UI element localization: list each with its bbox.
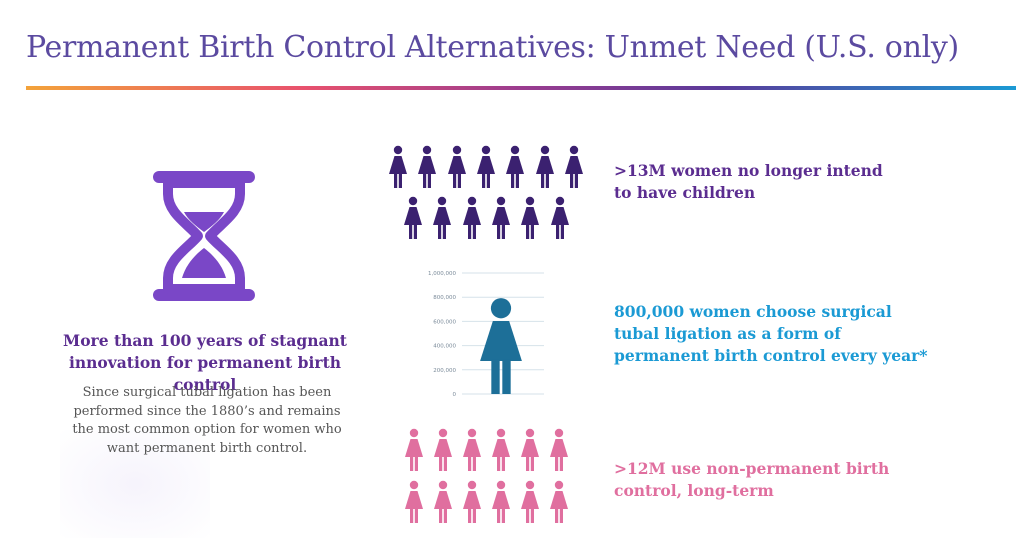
- woman-icon: [433, 480, 453, 528]
- woman-icon: [491, 196, 511, 244]
- woman-icon: [462, 428, 482, 476]
- y-tick-label: 400,000: [433, 344, 456, 350]
- woman-icon: [520, 428, 540, 476]
- woman-icon: [433, 428, 453, 476]
- title-divider: [26, 86, 1016, 90]
- stat-line: tubal ligation as a form of: [614, 324, 841, 343]
- woman-icon: [388, 145, 408, 193]
- woman-icon: [404, 480, 424, 528]
- woman-icon: [535, 145, 555, 193]
- woman-icon: [462, 196, 482, 244]
- body-line: want permanent birth control.: [106, 440, 308, 456]
- left-heading: More than 100 years of stagnant innovati…: [40, 330, 370, 396]
- woman-icon: [549, 480, 569, 528]
- woman-icon: [417, 145, 437, 193]
- woman-icon: [505, 145, 525, 193]
- woman-icon: [447, 145, 467, 193]
- woman-icon: [491, 428, 511, 476]
- background-glow: [60, 430, 210, 538]
- stat-line: >13M women no longer intend: [614, 161, 883, 180]
- woman-icon: [564, 145, 584, 193]
- y-tick-label: 1,000,000: [428, 271, 456, 277]
- woman-icon: [491, 480, 511, 528]
- stat-line: 800,000 women choose surgical: [614, 302, 892, 321]
- heading-line: innovation for permanent birth control: [68, 353, 342, 394]
- stat-800k: 800,000 women choose surgical tubal liga…: [614, 301, 927, 367]
- woman-icon: [432, 196, 452, 244]
- page-title: Permanent Birth Control Alternatives: Un…: [26, 30, 959, 65]
- body-line: performed since the 1880’s and remains: [73, 403, 341, 419]
- woman-icon: [403, 196, 423, 244]
- y-tick-label: 800,000: [433, 295, 456, 301]
- woman-icon: [549, 428, 569, 476]
- woman-icon: [462, 480, 482, 528]
- women-grid-12m: [404, 428, 584, 528]
- woman-icon: [520, 480, 540, 528]
- women-grid-13m: [388, 145, 588, 245]
- body-line: Since surgical tubal ligation has been: [82, 385, 332, 400]
- tubal-ligation-chart: 1,000,000 800,000 600,000 400,000 200,000 0: [418, 264, 550, 404]
- y-tick-label: 600,000: [433, 319, 456, 325]
- hourglass-icon: [150, 168, 258, 304]
- y-tick-label: 0: [453, 392, 457, 398]
- stat-line: >12M use non-permanent birth: [614, 459, 890, 478]
- stat-line: control, long-term: [614, 481, 774, 500]
- y-tick-label: 200,000: [433, 368, 456, 374]
- woman-icon: [476, 145, 496, 193]
- heading-line: More than 100 years of stagnant: [63, 331, 347, 350]
- body-line: the most common option for women who: [72, 422, 342, 437]
- stat-line: to have children: [614, 183, 756, 202]
- woman-bar-mark: [480, 298, 522, 394]
- woman-icon: [550, 196, 570, 244]
- woman-icon: [404, 428, 424, 476]
- stat-12m: >12M use non-permanent birth control, lo…: [614, 458, 889, 502]
- stat-13m: >13M women no longer intend to have chil…: [614, 160, 883, 204]
- left-body-text: Since surgical tubal ligation has been p…: [62, 384, 352, 458]
- stat-line: permanent birth control every year*: [614, 346, 928, 365]
- woman-icon: [520, 196, 540, 244]
